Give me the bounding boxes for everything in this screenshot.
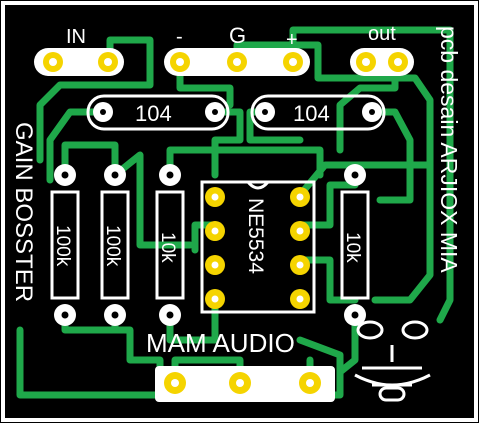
brand-label: MAM AUDIO	[146, 328, 295, 358]
label-minus: -	[176, 26, 183, 48]
label-in: IN	[66, 26, 86, 48]
silkscreen-outlines	[86, 94, 386, 314]
left-side-label: GAIN BOSSTER	[10, 122, 37, 302]
resistor-bodies	[50, 190, 370, 300]
ic-outline	[200, 180, 316, 314]
right-side-label: pcb desain ARJIOX MIA	[436, 26, 462, 273]
cat-face-icon	[354, 320, 431, 402]
label-out: out	[368, 23, 396, 45]
header-pads-bottom	[155, 366, 335, 402]
resistor-pads	[54, 164, 366, 326]
copper-traces	[16, 26, 454, 399]
resistor-outline	[100, 190, 130, 300]
capacitor-value: 104	[293, 101, 330, 126]
capacitor-outline	[86, 94, 230, 131]
resistor-outline	[155, 190, 185, 300]
capacitor-value: 104	[135, 101, 172, 126]
resistor-value: 10k	[342, 232, 363, 263]
label-ground: G	[229, 23, 246, 48]
resistor-value: 10k	[157, 232, 178, 263]
label-plus: +	[286, 29, 298, 51]
capacitor-outline	[250, 94, 386, 131]
capacitor-pads	[93, 102, 382, 122]
ic-part-label: NE5534	[244, 198, 267, 274]
resistor-value: 100k	[52, 225, 73, 267]
header-pads-top	[34, 48, 414, 76]
resistor-outline	[50, 190, 80, 300]
ic-notch	[246, 180, 270, 190]
ic-pads	[205, 187, 310, 309]
resistor-outline	[340, 190, 370, 300]
resistor-value: 100k	[102, 225, 123, 267]
